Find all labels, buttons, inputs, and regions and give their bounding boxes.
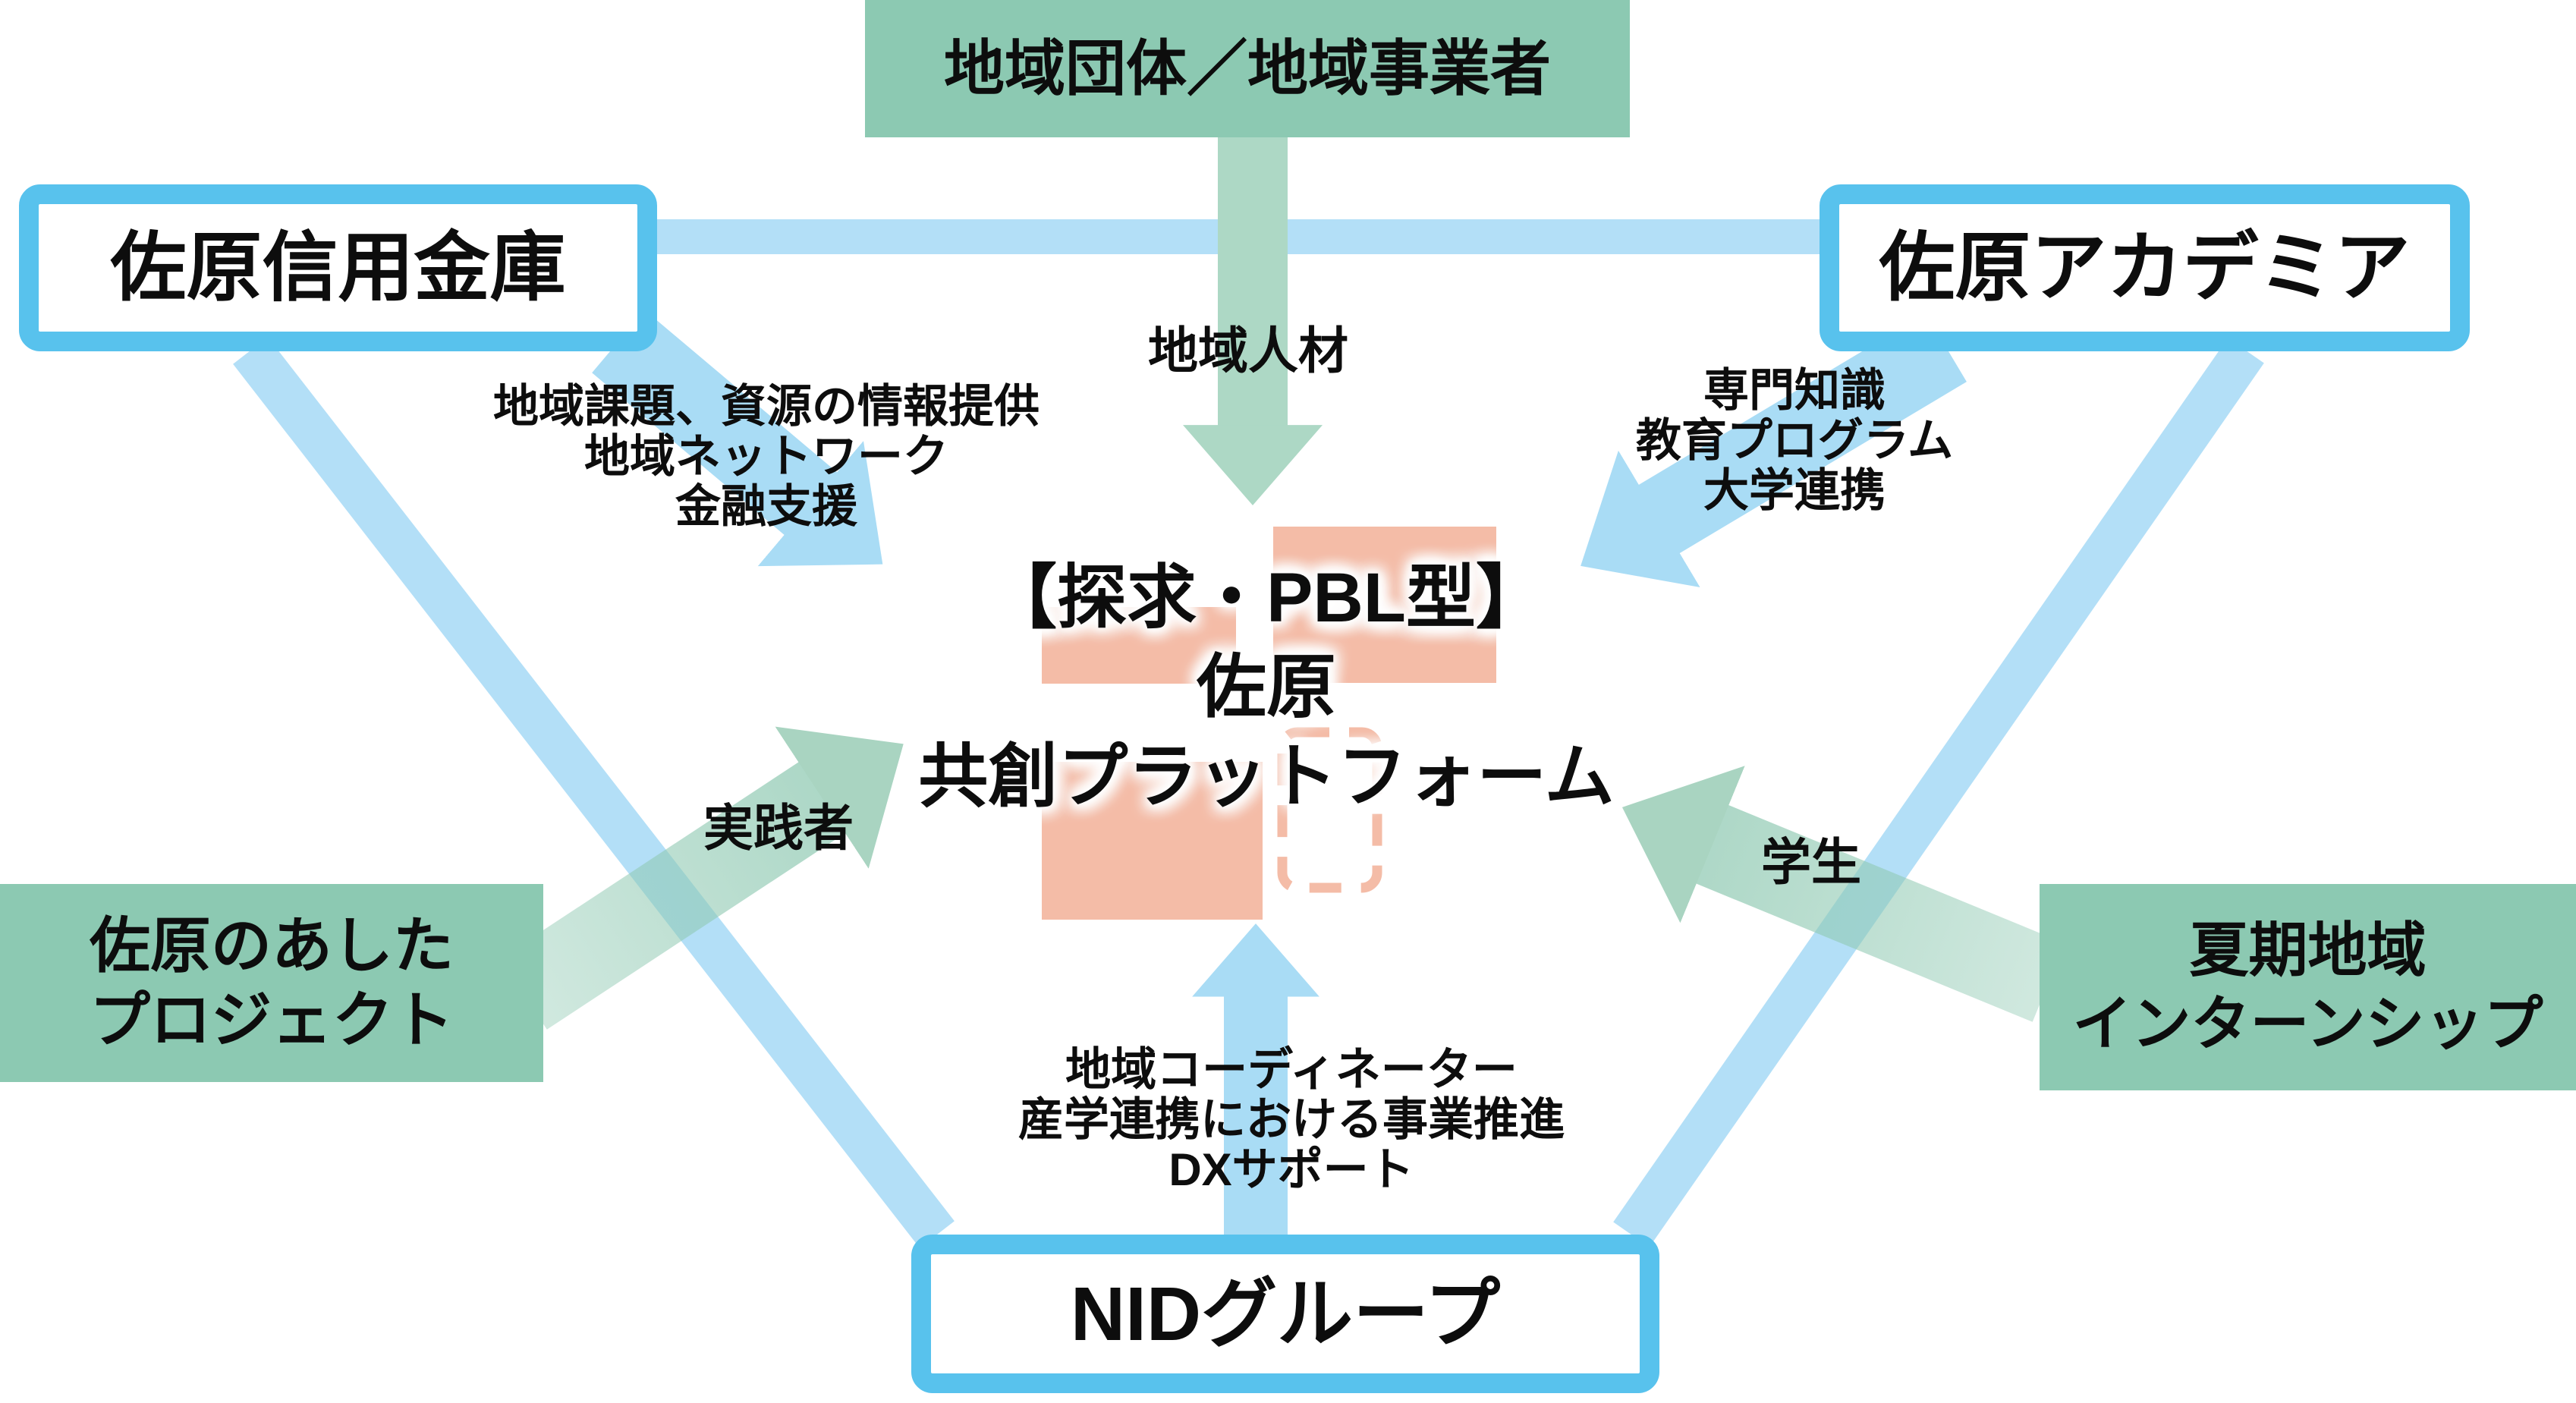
label-shinkin-line1: 地域課題、資源の情報提供 [493, 381, 1040, 432]
node-summer-internship: 夏期地域 インターンシップ [2040, 884, 2576, 1090]
center-title-line1: 【探求・PBL型】 [986, 559, 1546, 637]
label-academia-line3: 大学連携 [1703, 465, 1886, 516]
arrow-internship-to-center [1621, 766, 2065, 1022]
center-square-left [1042, 607, 1236, 684]
label-academia-line2: 教育プログラム [1635, 415, 1954, 466]
label-academia-contributions: 専門知識 教育プログラム 大学連携 [1636, 366, 1953, 516]
center-title-line3: 共創プラットフォーム [918, 738, 1615, 816]
node-ashita-line2: プロジェクト [90, 986, 454, 1054]
center-title-line2: 佐原 [1196, 649, 1336, 726]
label-students: 学生 [1761, 834, 1861, 890]
node-internship-line1: 夏期地域 [2189, 916, 2427, 983]
label-nid-line3: DXサポート [1168, 1144, 1414, 1195]
node-ashita-project: 佐原のあした プロジェクト [0, 884, 543, 1082]
node-nid-label: NIDグループ [1070, 1271, 1501, 1357]
label-shinkin-line3: 金融支援 [675, 481, 857, 532]
label-practitioners: 実践者 [703, 800, 854, 856]
node-community-groups: 地域団体／地域事業者 [865, 0, 1630, 137]
node-shinkin-label: 佐原信用金庫 [110, 225, 566, 310]
label-shinkin-contributions: 地域課題、資源の情報提供 地域ネットワーク 金融支援 [493, 382, 1040, 532]
label-nid-line2: 産学連携における事業推進 [1018, 1094, 1565, 1145]
node-ashita-line1: 佐原のあした [90, 911, 454, 980]
node-community-label: 地域団体／地域事業者 [944, 34, 1551, 102]
label-shinkin-line2: 地域ネットワーク [584, 431, 948, 482]
arrow-academia-to-center [1581, 313, 1967, 588]
center-platform-title: 【探求・PBL型】 佐原 共創プラットフォーム [918, 553, 1614, 822]
arrow-ashita-to-center [500, 726, 904, 1030]
center-square-dashed [1277, 727, 1382, 893]
node-internship-line2: インターンシップ [2072, 990, 2543, 1057]
node-shinkin-bank: 佐原信用金庫 [19, 184, 657, 351]
center-square-top [1273, 527, 1496, 683]
label-regional-talent: 地域人材 [1148, 322, 1348, 379]
band-academia-nid [1613, 338, 2264, 1247]
node-academia: 佐原アカデミア [1820, 184, 2470, 351]
arrow-shinkin-to-center [592, 310, 883, 567]
band-shinkin-nid [233, 337, 955, 1248]
label-nid-contributions: 地域コーディネーター 産学連携における事業推進 DXサポート [1018, 1045, 1565, 1195]
center-square-bottom [1042, 762, 1263, 920]
label-academia-line1: 専門知識 [1703, 365, 1886, 416]
node-academia-label: 佐原アカデミア [1879, 225, 2411, 310]
node-nid-group: NIDグループ [911, 1235, 1659, 1393]
label-nid-line1: 地域コーディネーター [1065, 1044, 1518, 1095]
